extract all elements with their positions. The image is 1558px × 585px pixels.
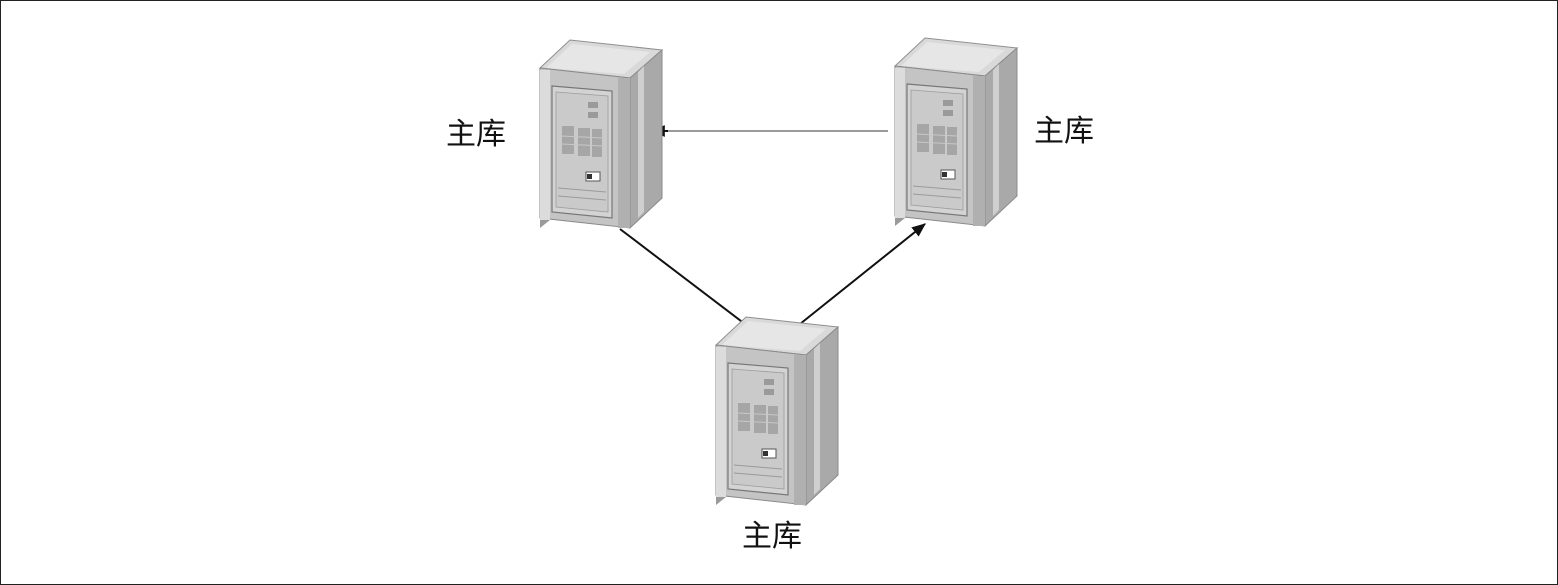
node-label-bottom: 主库: [742, 519, 802, 554]
edge-bottom-to-right: [779, 223, 926, 341]
node-label-left: 主库: [446, 117, 506, 152]
server-icon: [539, 39, 663, 229]
node-label-right: 主库: [1034, 114, 1094, 149]
server-icon: [894, 37, 1018, 227]
server-icon: [715, 316, 839, 506]
